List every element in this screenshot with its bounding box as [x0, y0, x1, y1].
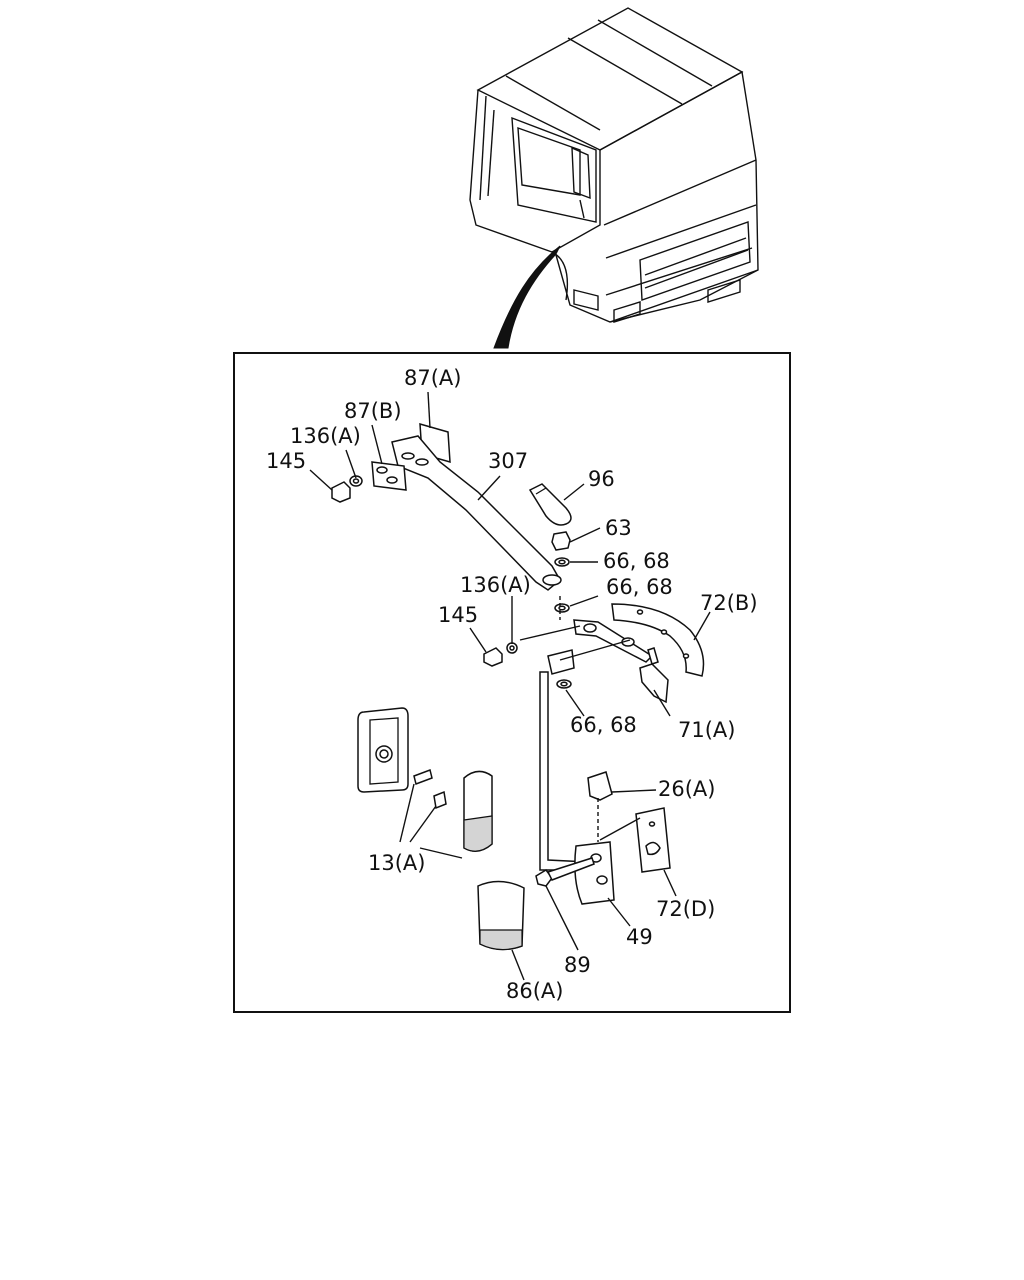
- label-87b: 87(B): [344, 399, 402, 423]
- lower-stay: [539, 619, 654, 905]
- callout-labels: 87(A) 87(B) 136(A) 145 307 96 63 66, 68 …: [266, 366, 758, 1003]
- label-136a-mid: 136(A): [460, 573, 531, 597]
- label-72b: 72(B): [700, 591, 758, 615]
- label-307: 307: [488, 449, 528, 473]
- label-49: 49: [626, 925, 653, 949]
- washer-66-68-a: [554, 557, 570, 567]
- cover-upper: [463, 770, 493, 852]
- washer-66-68-b: [554, 603, 570, 613]
- mirror-body: [357, 707, 409, 793]
- detail-pointer: [493, 245, 561, 349]
- washer-136a-mid: [506, 642, 518, 654]
- label-66-68-a: 66, 68: [603, 549, 670, 573]
- detail-frame: [233, 352, 791, 1013]
- cover-86a: [477, 880, 525, 951]
- label-89: 89: [564, 953, 591, 977]
- truck-cab-illustration: [469, 7, 759, 323]
- label-87a: 87(A): [404, 366, 461, 390]
- label-13a: 13(A): [368, 851, 425, 875]
- label-136a-top: 136(A): [290, 424, 361, 448]
- bracket-71a: [639, 647, 669, 704]
- mirror-stay-307: [371, 422, 562, 591]
- nut-145-top: [331, 481, 351, 503]
- screws-13a: [413, 769, 447, 810]
- label-63: 63: [605, 516, 632, 540]
- label-26a: 26(A): [658, 777, 715, 801]
- label-86a: 86(A): [506, 979, 563, 1003]
- plate-72d: [635, 807, 671, 873]
- label-145-top: 145: [266, 449, 306, 473]
- washer-66-68-c: [556, 679, 572, 689]
- washer-136a-top: [349, 475, 363, 487]
- leader-lines: [309, 391, 711, 981]
- label-66-68-b: 66, 68: [606, 575, 673, 599]
- nut-63: [551, 531, 571, 551]
- nut-145-mid: [483, 647, 503, 667]
- clip-26a: [587, 771, 613, 801]
- label-145-mid: 145: [438, 603, 478, 627]
- label-66-68-c: 66, 68: [570, 713, 637, 737]
- cover-72b: [611, 603, 705, 677]
- bolt-89: [535, 857, 595, 887]
- label-71a: 71(A): [678, 718, 735, 742]
- bulb-96: [528, 483, 572, 526]
- label-72d: 72(D): [656, 897, 715, 921]
- label-96: 96: [588, 467, 615, 491]
